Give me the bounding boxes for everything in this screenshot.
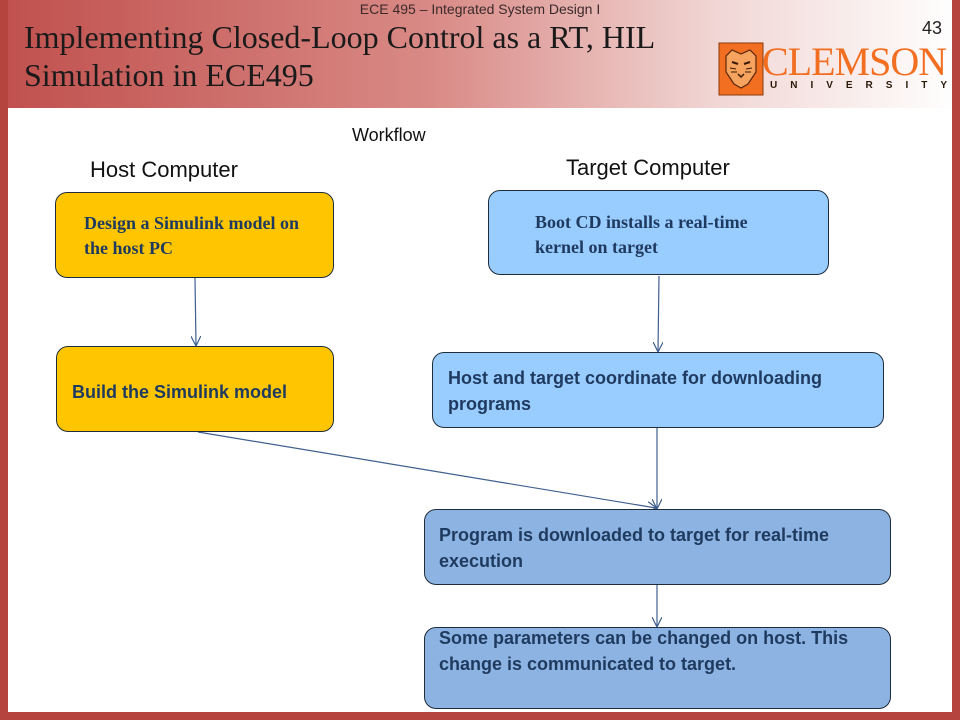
arrow-design-to-build — [195, 277, 196, 345]
host-computer-heading: Host Computer — [90, 157, 238, 182]
design-model-box: Design a Simulink model on the host PC — [55, 192, 334, 278]
design-model-text: Design a Simulink model on the host PC — [84, 213, 300, 258]
parameters-text: Some parameters can be changed on host. … — [439, 628, 849, 674]
slide-title: Implementing Closed-Loop Control as a RT… — [24, 18, 764, 94]
build-model-box: Build the Simulink model — [56, 346, 334, 432]
course-name: ECE 495 – Integrated System Design I — [359, 1, 601, 17]
coordinate-text: Host and target coordinate for downloadi… — [448, 368, 823, 414]
boot-cd-text: Boot CD installs a real-time kernel on t… — [535, 212, 748, 257]
boot-cd-box: Boot CD installs a real-time kernel on t… — [488, 190, 829, 275]
clemson-logo: CLEMSON UNIVERSITY — [718, 39, 954, 98]
coordinate-box: Host and target coordinate for downloadi… — [432, 352, 884, 428]
slide-header — [0, 0, 960, 108]
arrow-build-to-download — [197, 431, 656, 508]
logo-wordmark: CLEMSON — [762, 39, 947, 84]
download-text: Program is downloaded to target for real… — [439, 525, 830, 571]
title-line-1: Implementing Closed-Loop Control as a RT… — [24, 19, 656, 55]
title-line-2: Simulation in ECE495 — [24, 57, 314, 93]
workflow-caption: Workflow — [352, 125, 426, 145]
slide-number: 43 — [921, 18, 942, 38]
arrow-boot-to-coordinate — [658, 275, 659, 351]
parameters-box: Some parameters can be changed on host. … — [424, 627, 891, 709]
tiger-head-icon — [718, 42, 764, 96]
download-box: Program is downloaded to target for real… — [424, 509, 891, 585]
target-computer-heading: Target Computer — [566, 155, 730, 180]
build-model-text: Build the Simulink model — [72, 382, 288, 402]
logo-subtitle: UNIVERSITY — [770, 80, 960, 91]
